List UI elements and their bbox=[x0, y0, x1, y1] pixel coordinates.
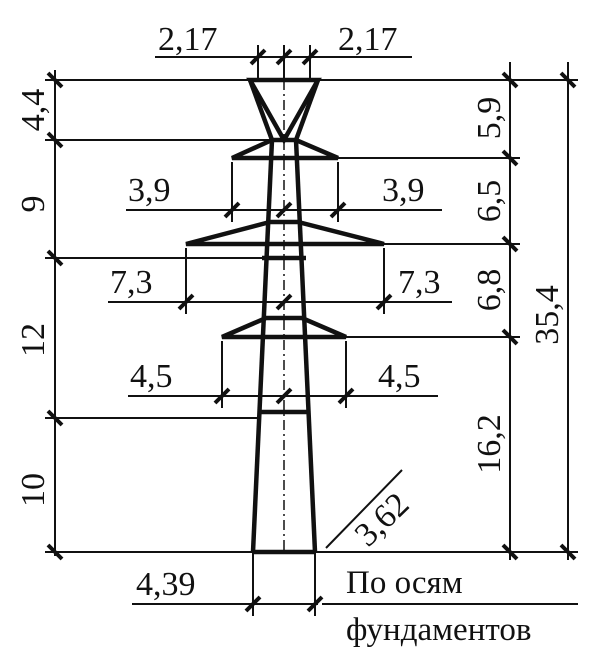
upper-crossarm-dim-left: 3,9 bbox=[128, 172, 171, 209]
left-dim-1: 4,4 bbox=[15, 89, 52, 132]
top-dimension: 2,17 2,17 bbox=[155, 21, 412, 80]
right-height-dimensions: 5,9 6,5 6,8 16,2 35,4 bbox=[315, 62, 578, 561]
tower-top-left-leg bbox=[247, 79, 275, 141]
upper-crossarm bbox=[231, 137, 339, 161]
base-width-label: 4,39 bbox=[136, 566, 196, 603]
tower-structure bbox=[185, 60, 385, 555]
middle-crossarm-dimension: 7,3 7,3 bbox=[108, 248, 452, 314]
left-height-dimensions: 4,4 9 12 10 bbox=[15, 70, 272, 561]
base-diagonal-dimension: 3,62 bbox=[325, 469, 417, 554]
lower-crossarm-dimension: 4,5 4,5 bbox=[128, 341, 438, 408]
caption-line-1: По осям bbox=[346, 565, 463, 601]
tower-top-right-leg bbox=[293, 79, 321, 141]
left-dim-3: 12 bbox=[15, 323, 52, 357]
base-diagonal-label: 3,62 bbox=[348, 486, 417, 554]
top-dim-left: 2,17 bbox=[158, 21, 218, 58]
upper-crossarm-dimension: 3,9 3,9 bbox=[126, 162, 442, 222]
total-height-dim: 35,4 bbox=[529, 285, 566, 345]
middle-crossarm-dim-left: 7,3 bbox=[110, 264, 153, 301]
left-dim-2: 9 bbox=[15, 196, 52, 213]
middle-crossarm bbox=[185, 219, 385, 247]
base-width-dimension: 4,39 bbox=[132, 552, 324, 616]
lower-crossarm-dim-right: 4,5 bbox=[378, 358, 421, 395]
upper-crossarm-dim-right: 3,9 bbox=[382, 172, 425, 209]
left-dim-4: 10 bbox=[15, 473, 52, 507]
right-dim-2: 6,5 bbox=[471, 180, 508, 223]
foundation-caption: По осям фундаментов bbox=[322, 565, 578, 648]
top-dim-right: 2,17 bbox=[338, 21, 398, 58]
lower-crossarm bbox=[221, 315, 347, 340]
tower-left-leg bbox=[250, 139, 275, 553]
right-dim-1: 5,9 bbox=[471, 97, 508, 140]
caption-line-2: фундаментов bbox=[346, 612, 531, 648]
right-dim-3: 6,8 bbox=[471, 269, 508, 312]
middle-crossarm-dim-right: 7,3 bbox=[398, 264, 441, 301]
lower-crossarm-dim-left: 4,5 bbox=[130, 358, 173, 395]
tower-right-leg bbox=[293, 139, 318, 553]
right-dim-4: 16,2 bbox=[471, 414, 508, 474]
